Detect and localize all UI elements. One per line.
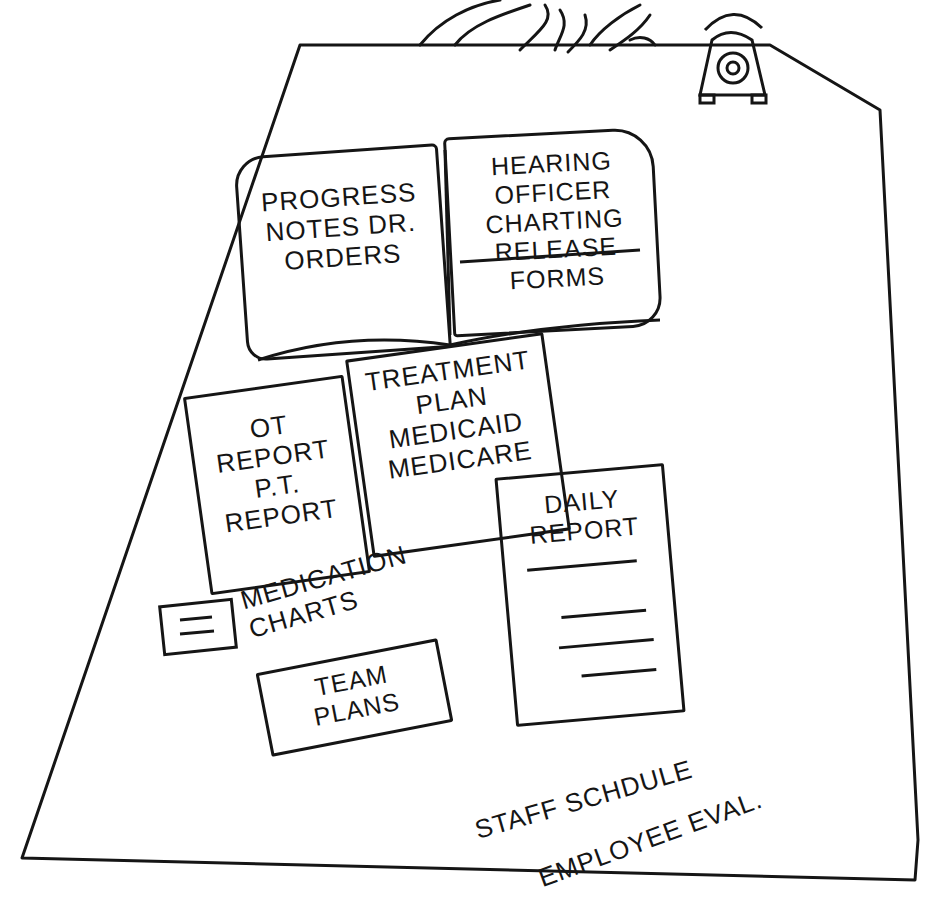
phone-foot bbox=[700, 95, 714, 103]
medication-chart-icon bbox=[160, 599, 237, 654]
node-text: HEARING OFFICER CHARTING RELEASE FORMS bbox=[461, 144, 648, 297]
phone-dial bbox=[718, 53, 748, 83]
arm-line bbox=[455, 5, 530, 45]
hand-line bbox=[590, 5, 650, 50]
report-line bbox=[527, 561, 637, 571]
plan-box: TEAM PLANS bbox=[256, 638, 454, 757]
chart-line bbox=[180, 617, 212, 620]
chart-label: MEDICATION CHARTS bbox=[237, 535, 436, 645]
report-lines bbox=[527, 560, 656, 680]
phone-dial-center bbox=[727, 62, 739, 74]
report-line bbox=[559, 640, 654, 648]
desk-outline bbox=[22, 45, 918, 880]
finger-line bbox=[555, 10, 586, 52]
finger-line bbox=[630, 38, 655, 45]
node-text: TEAM PLANS bbox=[270, 651, 437, 738]
report-line bbox=[582, 669, 657, 676]
phone-foot bbox=[752, 95, 766, 103]
node-text: PROGRESS NOTES DR. ORDERS bbox=[252, 177, 429, 278]
hands-sketch bbox=[420, 0, 655, 52]
node-text: DAILY REPORT bbox=[509, 481, 657, 551]
node-text: TREATMENT PLAN MEDICAID MEDICARE bbox=[355, 344, 552, 488]
chart-line bbox=[180, 631, 214, 634]
book-page: HEARING OFFICER CHARTING RELEASE FORMS bbox=[443, 127, 663, 338]
chart-box bbox=[160, 599, 237, 654]
node-text: OT REPORT P.T. REPORT bbox=[198, 403, 353, 541]
schedule-label: STAFF SCHDULE bbox=[472, 734, 769, 845]
hand-line bbox=[520, 5, 548, 50]
phone-body bbox=[700, 33, 765, 96]
telephone bbox=[700, 14, 766, 103]
report-page: DAILY REPORT bbox=[494, 463, 685, 727]
book-page: PROGRESS NOTES DR. ORDERS bbox=[233, 143, 452, 362]
report-line bbox=[561, 610, 646, 617]
phone-handset bbox=[705, 14, 762, 30]
